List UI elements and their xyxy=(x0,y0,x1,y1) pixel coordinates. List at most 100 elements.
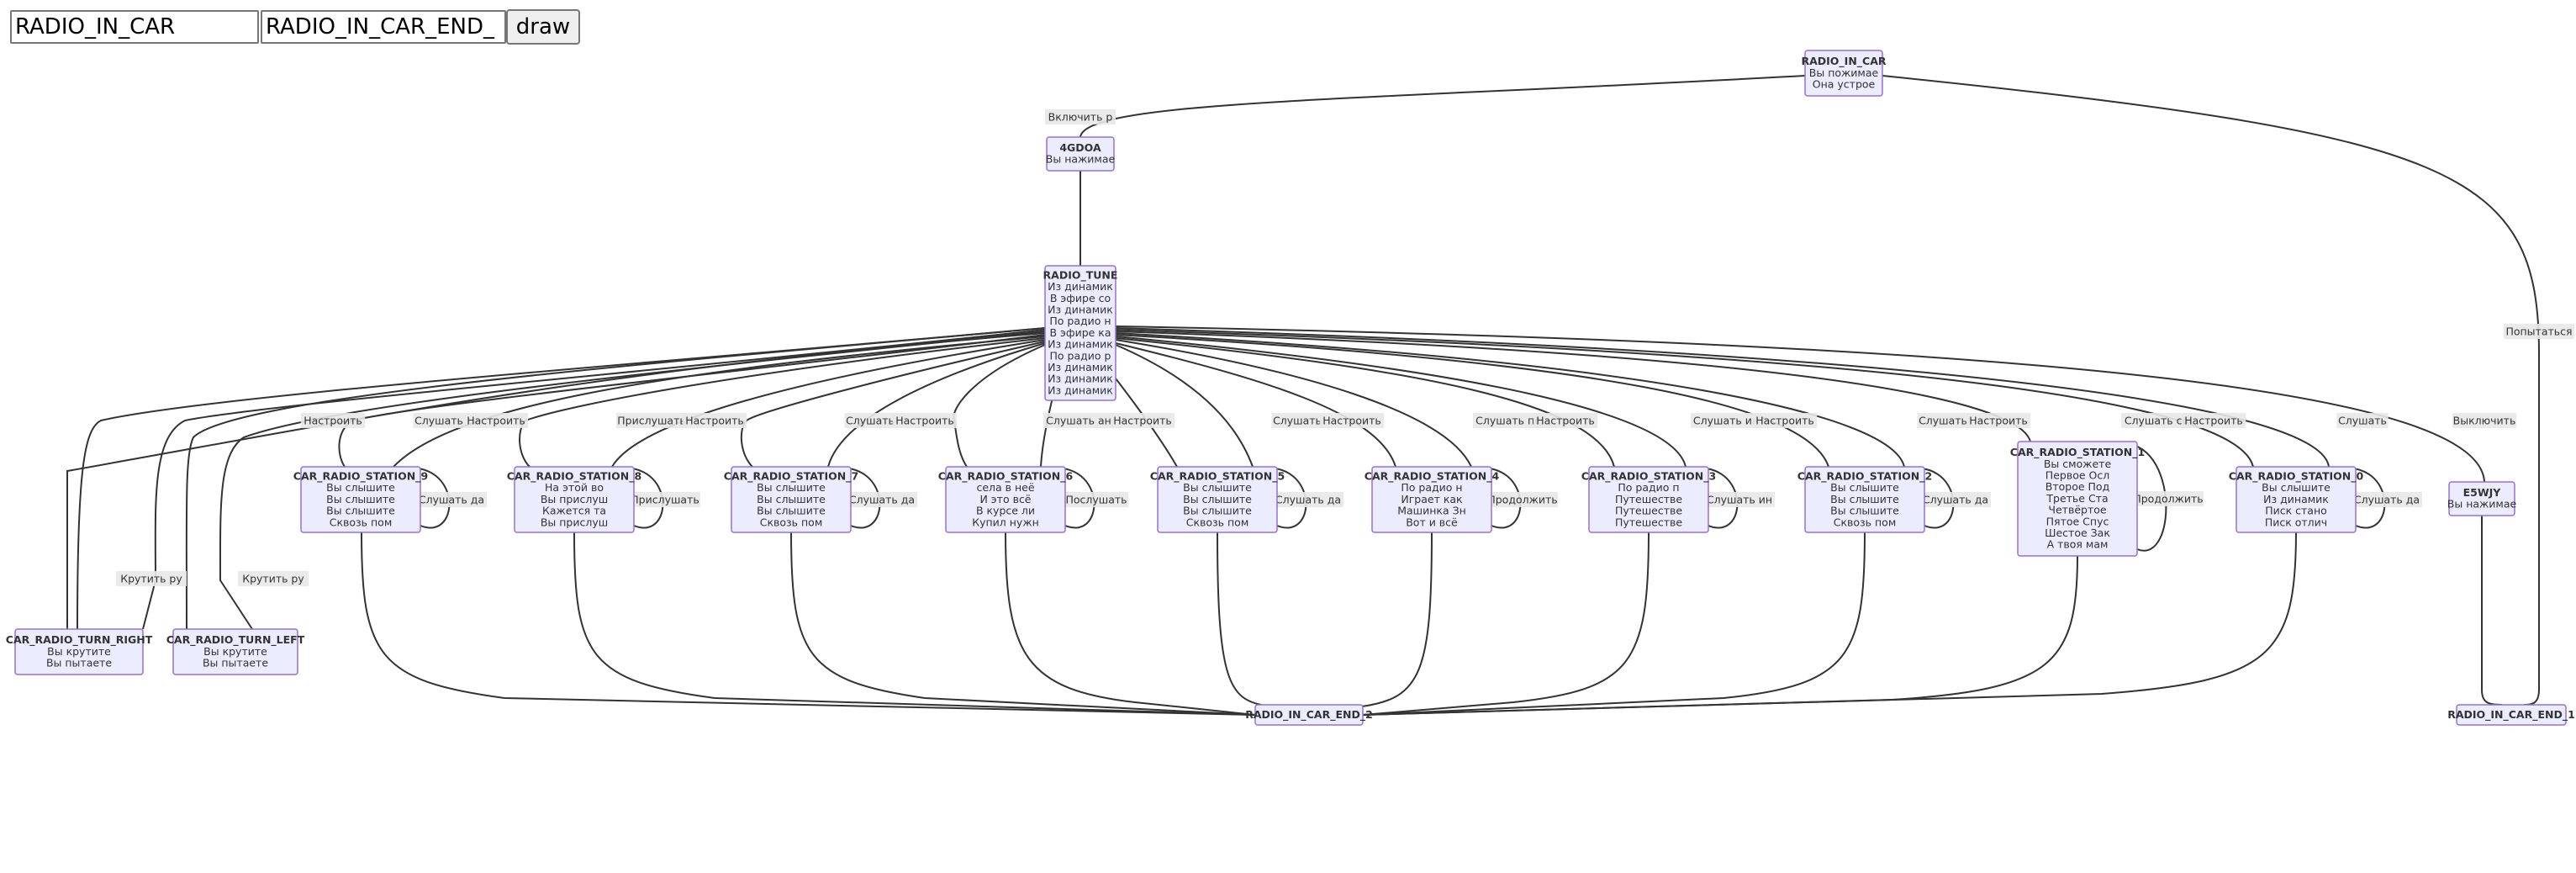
edge-label-text: Прислушать xyxy=(631,494,699,506)
edge-label: Слушать xyxy=(844,413,896,428)
edge-label: Слушать да xyxy=(416,492,487,507)
edge-label-bg xyxy=(413,413,465,428)
state-node-line: Она устрое xyxy=(1813,78,1876,91)
state-node-box xyxy=(1044,265,1116,401)
edge-label-bg xyxy=(847,492,917,507)
state-node-title: CAR_RADIO_STATION_9 xyxy=(293,469,428,483)
state-node-box xyxy=(1804,466,1925,533)
transition-edge xyxy=(1115,329,2254,468)
state-node-box xyxy=(2236,466,2357,533)
state-node-box xyxy=(1371,466,1492,533)
transition-edge xyxy=(142,329,1046,630)
state-node-line: Путешестве xyxy=(1615,493,1682,505)
edge-path xyxy=(573,532,1256,716)
edge-path xyxy=(1361,532,1433,707)
transition-edge xyxy=(1115,325,2485,483)
diagram-edges xyxy=(66,75,2540,716)
edge-label: Включить р xyxy=(1045,109,1116,124)
edge-label-bg xyxy=(2133,491,2204,506)
transition-edge xyxy=(740,341,1046,468)
transition-edge xyxy=(1079,75,1806,138)
edge-label-text: Настроить xyxy=(1322,415,1381,427)
edge-path xyxy=(1115,336,1687,468)
state-node-box xyxy=(2456,704,2567,726)
transition-edge xyxy=(1115,334,1829,468)
state-node-line: Пятое Спус xyxy=(2046,515,2109,527)
state-node-box xyxy=(1157,466,1278,533)
state-node-line: Вы прислуш xyxy=(541,493,608,505)
edge-label-text: Продолжить xyxy=(2133,493,2203,505)
edge-label-bg xyxy=(416,492,487,507)
edge-label-bg xyxy=(2452,413,2517,428)
draw-button[interactable]: draw xyxy=(506,9,580,45)
edge-label-bg xyxy=(844,413,896,428)
edge-label-bg xyxy=(1473,413,1544,428)
start-state-input[interactable] xyxy=(10,10,259,44)
edge-label: Слушать ин xyxy=(1691,413,1761,428)
edge-label: Слушать xyxy=(2336,413,2389,428)
edge-label-text: Слушать xyxy=(414,415,463,427)
edge-label: Продолжить xyxy=(2133,491,2204,506)
state-node-line: Из динамик xyxy=(1048,373,1113,385)
state-node-line: Вы слышите xyxy=(1830,481,1899,494)
edge-path xyxy=(1362,532,1650,716)
state-node-line: Из динамик xyxy=(1048,361,1113,373)
transition-edge xyxy=(338,334,1046,468)
edge-label-bg xyxy=(616,413,687,428)
edge-label-text: Слушать да xyxy=(2354,494,2420,506)
state-node-line: Вы пытаете xyxy=(46,657,112,669)
edge-label: Слушать да xyxy=(847,492,917,507)
state-node-line: Сквозь пом xyxy=(760,516,823,528)
edge-label-bg xyxy=(630,492,700,507)
edge-label-text: Настроить xyxy=(1113,415,1172,427)
state-node-line: Вы слышите xyxy=(1183,481,1252,494)
state-node-line: В эфире ка xyxy=(1049,326,1111,339)
edge-path xyxy=(1115,344,1254,468)
state-node-line: Вы слышите xyxy=(1830,505,1899,517)
transition-edge xyxy=(1115,339,1472,468)
edge-label: Настроить xyxy=(1110,413,1175,428)
edge-label-text: Слушать xyxy=(846,415,895,427)
state-node-title: CAR_RADIO_STATION_2 xyxy=(1797,469,1932,483)
edge-label-bg xyxy=(1043,413,1114,428)
edge-label-text: Слушать xyxy=(2338,415,2387,427)
edge-label: Настроить xyxy=(892,413,958,428)
state-node-line: Второе Под xyxy=(2045,480,2109,493)
edge-label-text: Слушать xyxy=(1273,415,1322,427)
edge-label: Настроить xyxy=(1533,413,1598,428)
state-node-box xyxy=(14,628,144,675)
edge-label: Настроить xyxy=(1752,413,1818,428)
edge-label-text: Крутить ру xyxy=(120,573,182,585)
edge-path xyxy=(1882,75,2540,706)
state-node-line: Из динамик xyxy=(1048,384,1113,396)
state-node-line: Сквозь пом xyxy=(330,516,393,528)
state-node-line: Вы слышите xyxy=(757,505,826,517)
edge-label-bg xyxy=(1691,413,1761,428)
edge-label-bg xyxy=(1966,413,2031,428)
edge-label-text: Слушать да xyxy=(1923,494,1988,506)
transition-edge xyxy=(1362,555,2078,716)
edge-label-text: Продолжить xyxy=(1487,494,1557,506)
transition-edge xyxy=(1361,532,1433,707)
transition-edge xyxy=(1115,336,1687,468)
edge-path xyxy=(185,327,1046,630)
edge-path xyxy=(1115,339,1472,468)
edge-label-text: Настроить xyxy=(895,415,954,427)
end-state-input[interactable] xyxy=(261,10,506,44)
state-node-box xyxy=(1254,704,1364,726)
transition-edge xyxy=(361,532,1256,716)
transition-edge xyxy=(1362,532,1866,716)
state-node-line: Вот и всё xyxy=(1406,516,1458,528)
state-node-title: CAR_RADIO_STATION_5 xyxy=(1150,469,1285,483)
transition-edge xyxy=(393,336,1046,468)
state-node-line: Вы слышите xyxy=(2262,481,2331,494)
edge-label-text: Попытаться xyxy=(2505,325,2572,338)
state-node-line: Вы слышите xyxy=(757,493,826,505)
edge-label-bg xyxy=(463,413,529,428)
edge-path xyxy=(1362,532,2297,716)
state-node-line: А твоя мам xyxy=(2047,538,2109,551)
edge-label-bg xyxy=(1917,413,1969,428)
edge-label-bg xyxy=(116,571,187,586)
